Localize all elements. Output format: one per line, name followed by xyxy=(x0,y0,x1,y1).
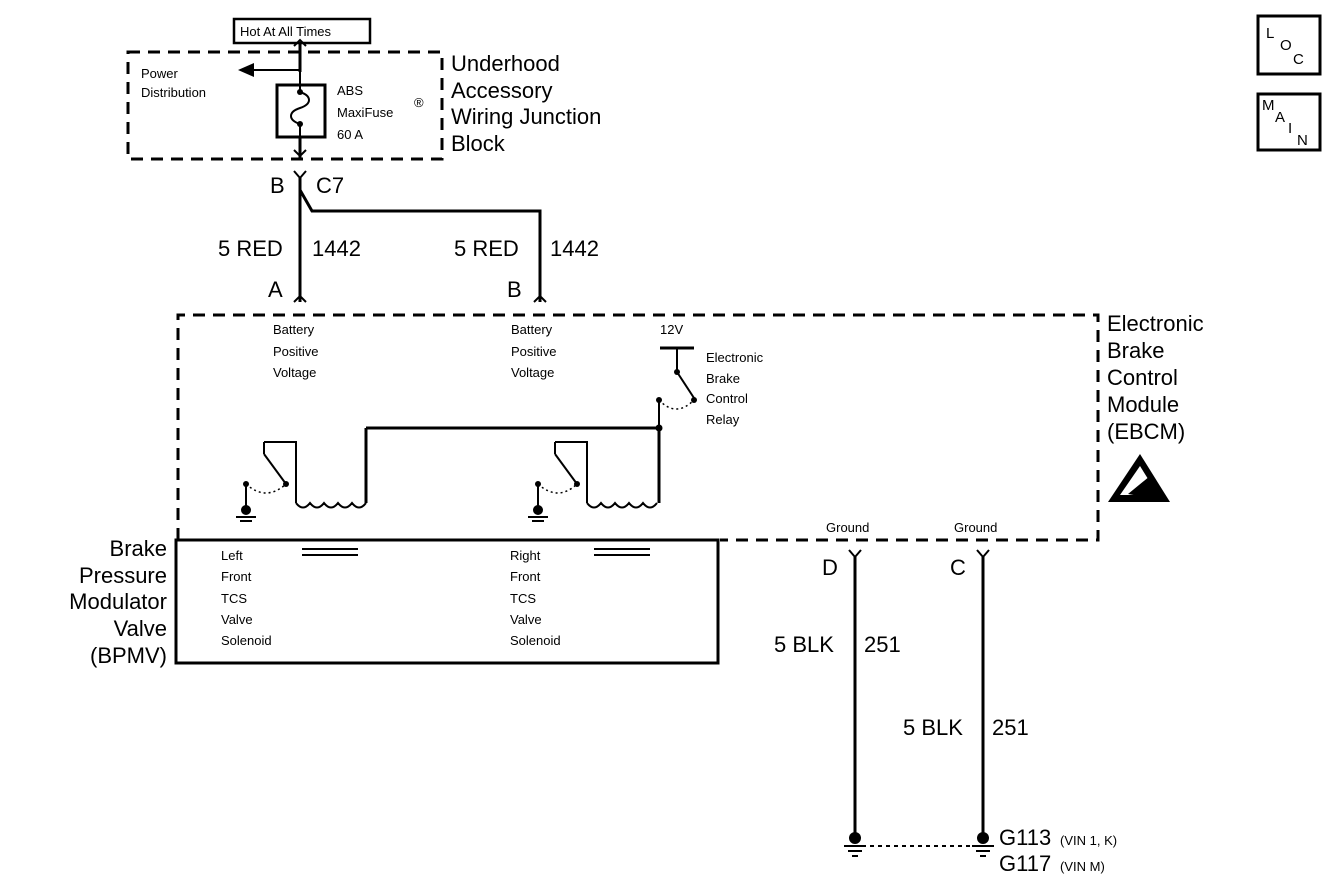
text-label: Right xyxy=(510,548,541,563)
text-label: C xyxy=(1293,51,1304,68)
power-distribution-label: Power xyxy=(141,66,179,81)
text-label: Valve xyxy=(221,612,253,627)
text-label: MaxiFuse xyxy=(337,105,393,120)
loc-button[interactable]: L O C xyxy=(1256,14,1322,76)
text-label: Hot At All Times xyxy=(240,24,332,39)
left-solenoid-label: Left Front TCS Valve Solenoid xyxy=(221,548,272,648)
text-label: Valve xyxy=(510,612,542,627)
right-solenoid-switch xyxy=(535,441,658,509)
text-label: Valve xyxy=(114,616,167,641)
ground-icon xyxy=(844,832,866,857)
text-label: I xyxy=(1288,120,1292,137)
fuse-icon xyxy=(275,38,327,160)
main-button[interactable]: M A I N xyxy=(1256,92,1322,152)
bpmv-title: Brake Pressure Modulator Valve (BPMV) xyxy=(69,536,167,668)
ground-g117-label: G117 (VIN M) xyxy=(999,851,1105,876)
ground-icon xyxy=(236,505,256,522)
left-solenoid-switch xyxy=(243,441,367,509)
text-label: Electronic xyxy=(1107,311,1204,336)
ebcm-outline xyxy=(176,313,1100,542)
text-label: G113 xyxy=(999,825,1051,850)
text-label: TCS xyxy=(221,591,247,606)
text-label: Control xyxy=(1107,365,1178,390)
ground-g113-label: G113 (VIN 1, K) xyxy=(999,825,1117,850)
bpv-right-label: Battery Positive Voltage xyxy=(511,322,557,380)
text-label: M xyxy=(1262,97,1275,114)
text-label: Voltage xyxy=(511,365,554,380)
bpmv-outline xyxy=(174,538,720,665)
text-label: 251 xyxy=(992,715,1029,740)
text-label: 251 xyxy=(864,632,901,657)
text-label: (VIN 1, K) xyxy=(1060,833,1117,848)
right-solenoid-label: Right Front TCS Valve Solenoid xyxy=(510,548,561,648)
text-label: Positive xyxy=(273,344,319,359)
junction-block-outline xyxy=(126,50,444,161)
text-label: Solenoid xyxy=(510,633,561,648)
ground-icon xyxy=(528,505,548,522)
text-label: 60 A xyxy=(337,127,363,142)
esd-warning-icon xyxy=(1108,454,1170,502)
text-label: 5 BLK xyxy=(903,715,963,740)
hot-at-all-times-label: Hot At All Times xyxy=(232,17,372,45)
pin-d: D xyxy=(822,555,838,580)
text-label: Brake xyxy=(706,371,740,386)
text-label: Positive xyxy=(511,344,557,359)
text-label: 5 BLK xyxy=(774,632,834,657)
text-label: Accessory xyxy=(451,78,552,103)
text-label: Pressure xyxy=(79,563,167,588)
ground-icon xyxy=(972,832,994,857)
text-label: Block xyxy=(451,131,506,156)
text-label: Underhood xyxy=(451,51,560,76)
text-label: Brake xyxy=(110,536,167,561)
ebcm-title: Electronic Brake Control Module (EBCM) xyxy=(1107,311,1204,444)
bpv-left-label: Battery Positive Voltage xyxy=(273,322,319,380)
connector-pin-b: B xyxy=(270,173,285,198)
fuse-label: ABS xyxy=(337,83,363,98)
text-label: (EBCM) xyxy=(1107,419,1185,444)
power-distribution-arrow-icon xyxy=(238,63,300,77)
text-label: Modulator xyxy=(69,589,167,614)
text-label: Control xyxy=(706,391,748,406)
wire-1442-left xyxy=(293,178,547,303)
text-label: ® xyxy=(414,95,424,110)
junction-block-title: Underhood Accessory Wiring Junction Bloc… xyxy=(451,51,601,156)
text-label: Relay xyxy=(706,412,740,427)
pin-b: B xyxy=(507,277,522,302)
text-label: Electronic xyxy=(706,350,764,365)
text-label: Battery xyxy=(511,322,553,337)
text-label: Front xyxy=(510,569,541,584)
text-label: L xyxy=(1266,25,1274,42)
voltage-label: 12V xyxy=(660,322,683,337)
text-label: Module xyxy=(1107,392,1179,417)
text-label: 1442 xyxy=(550,236,599,261)
pin-a: A xyxy=(268,277,283,302)
text-label: TCS xyxy=(510,591,536,606)
text-label: G117 xyxy=(999,851,1051,876)
text-label: Brake xyxy=(1107,338,1164,363)
text-label: 5 RED xyxy=(218,236,283,261)
text-label: Wiring Junction xyxy=(451,104,601,129)
pin-c: C xyxy=(950,555,966,580)
text-label: Battery xyxy=(273,322,315,337)
relay-label: Electronic Brake Control Relay xyxy=(706,350,764,427)
text-label: (BPMV) xyxy=(90,643,167,668)
connector-c7: C7 xyxy=(316,173,344,198)
text-label: 5 RED xyxy=(454,236,519,261)
text-label: O xyxy=(1280,37,1292,54)
relay-switch-icon xyxy=(656,346,697,428)
ground-label-d: Ground xyxy=(826,520,869,535)
text-label: Voltage xyxy=(273,365,316,380)
text-label: (VIN M) xyxy=(1060,859,1105,874)
text-label: 1442 xyxy=(312,236,361,261)
text-label: Distribution xyxy=(141,85,206,100)
text-label: Front xyxy=(221,569,252,584)
text-label: Left xyxy=(221,548,243,563)
ground-label-c: Ground xyxy=(954,520,997,535)
text-label: Solenoid xyxy=(221,633,272,648)
text-label: N xyxy=(1297,132,1308,149)
text-label: A xyxy=(1275,109,1285,126)
